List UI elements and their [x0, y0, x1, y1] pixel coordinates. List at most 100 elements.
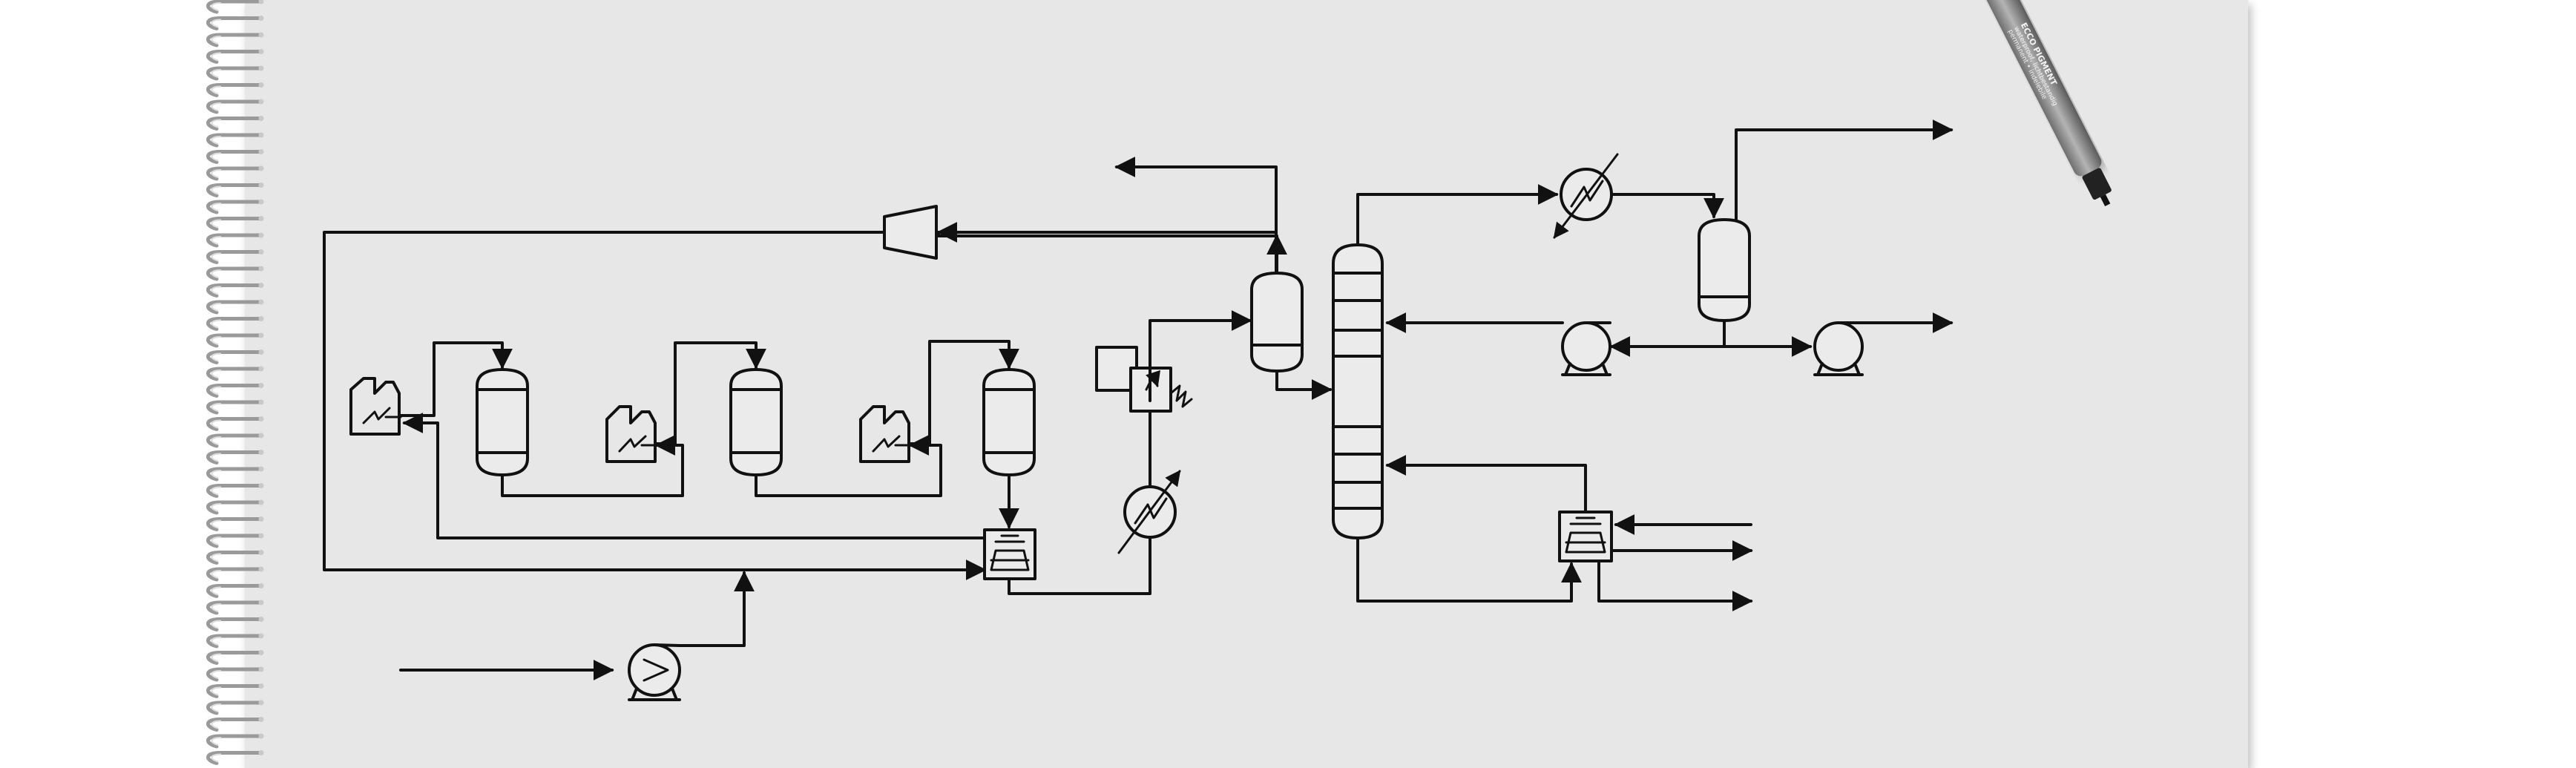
spiral-ring: [206, 50, 263, 64]
spiral-ring-highlight: [211, 720, 222, 729]
spiral-ring-highlight: [211, 470, 222, 479]
spiral-hole: [258, 399, 264, 405]
spiral-hole: [258, 733, 264, 739]
spiral-ring: [206, 517, 263, 531]
spiral-ring: [206, 233, 263, 248]
spiral-hole: [258, 16, 264, 21]
process-flow-diagram: [323, 119, 1954, 701]
reactor-1: [476, 368, 529, 476]
spiral-ring: [206, 651, 263, 665]
spiral-ring-highlight: [211, 486, 222, 496]
spiral-hole: [258, 49, 264, 54]
spiral-ring: [206, 266, 263, 281]
spiral-hole: [258, 132, 264, 138]
cooler-to-separator: [1149, 310, 1252, 402]
spiral-ring: [206, 634, 263, 649]
spiral-ring: [206, 667, 263, 682]
spiral-hole: [258, 199, 264, 205]
spiral-ring: [206, 333, 263, 348]
spiral-ring-highlight: [211, 436, 222, 445]
spiral-ring: [206, 217, 263, 231]
spiral-ring: [206, 183, 263, 197]
spiral-hole: [258, 450, 264, 455]
reflux-pump: [1561, 321, 1611, 376]
spiral-hole: [258, 116, 264, 121]
spiral-ring-highlight: [211, 336, 222, 345]
compressor: [883, 205, 938, 260]
offgas-line: [1114, 157, 1278, 237]
spiral-ring: [206, 0, 263, 14]
spiral-ring-highlight: [211, 670, 222, 679]
spiral-ring-highlight: [211, 370, 222, 378]
spiral-ring: [206, 350, 263, 364]
spiral-ring: [206, 417, 263, 431]
spiral-hole: [258, 516, 264, 522]
spiral-hole: [258, 99, 264, 105]
feed-effluent-exchanger: [983, 528, 1036, 580]
spiral-ring: [206, 83, 263, 97]
spiral-hole: [258, 232, 264, 238]
reflux-drum: [1698, 218, 1751, 322]
spiral-ring: [206, 283, 263, 298]
spiral-ring-highlight: [211, 637, 222, 646]
heater-1: [349, 377, 402, 436]
spiral-hole: [258, 0, 264, 4]
spiral-hole: [258, 32, 264, 38]
spiral-hole: [258, 533, 264, 539]
spiral-ring: [206, 166, 263, 181]
spiral-hole: [258, 266, 264, 272]
spiral-ring-highlight: [211, 570, 222, 579]
spiral-hole: [258, 583, 264, 588]
overhead-condenser: [1553, 153, 1619, 239]
spiral-ring: [206, 16, 263, 30]
spiral-ring: [206, 133, 263, 148]
spiral-ring-highlight: [211, 603, 222, 612]
spiral-hole: [258, 499, 264, 505]
reactor-3: [982, 368, 1036, 476]
paper-shade: [245, 0, 2248, 768]
spiral-hole: [258, 82, 264, 88]
spiral-ring: [206, 116, 263, 131]
spiral-ring-highlight: [211, 653, 222, 663]
spiral-ring-highlight: [211, 85, 222, 95]
spiral-ring-highlight: [211, 620, 222, 629]
spiral-ring-highlight: [211, 352, 222, 362]
spiral-ring-highlight: [211, 119, 222, 128]
column-overhead: [1356, 184, 1559, 246]
spiral-hole: [258, 717, 264, 722]
spiral-ring-highlight: [211, 703, 222, 712]
spiral-ring: [206, 700, 263, 715]
spiral-ring-highlight: [211, 303, 222, 312]
spiral-hole: [258, 750, 264, 755]
spiral-ring-highlight: [211, 269, 222, 278]
spiral-ring: [206, 250, 263, 264]
reboiler-return: [1385, 455, 1587, 513]
spiral-ring: [206, 317, 263, 331]
reflux-drum-vent: [1735, 119, 1954, 221]
spiral-ring: [206, 400, 263, 415]
spiral-ring-highlight: [211, 386, 222, 396]
spiral-ring-highlight: [211, 102, 222, 111]
spiral-ring-highlight: [211, 186, 222, 195]
spiral-ring-highlight: [211, 69, 222, 78]
feed-pump-leg-r: [671, 687, 678, 701]
exchanger-to-heater1: [402, 413, 986, 539]
spiral-hole: [258, 666, 264, 672]
spiral-hole: [258, 366, 264, 372]
spiral-ring: [206, 450, 263, 465]
spiral-ring: [206, 66, 263, 81]
spiral-ring: [206, 534, 263, 548]
spiral-ring: [206, 484, 263, 498]
separator-to-column: [1275, 370, 1333, 400]
reactor-2: [729, 368, 783, 476]
spiral-ring: [206, 33, 263, 47]
spiral-hole: [258, 283, 264, 288]
spiral-ring-highlight: [211, 169, 222, 178]
spiral-hole: [258, 299, 264, 305]
spiral-ring-highlight: [211, 419, 222, 429]
spiral-hole: [258, 149, 264, 154]
spiral-ring: [206, 99, 263, 114]
feed-pump-leg-l: [631, 687, 638, 701]
reactor1-to-heater2: [501, 435, 684, 497]
feed-pump-tangent: [653, 643, 681, 647]
